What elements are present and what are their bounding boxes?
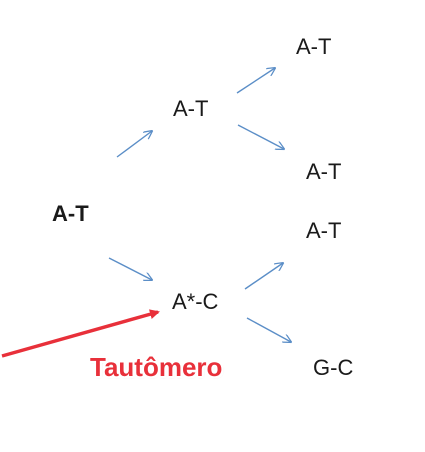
- branch-node-upper: A-T: [173, 96, 209, 121]
- leaf-node-4: G-C: [313, 355, 354, 380]
- root-node: A-T: [52, 201, 89, 226]
- arrow-lower-to-leaf3: [244, 263, 283, 290]
- arrow-upper-to-leaf2: [237, 124, 284, 149]
- leaf-node-3: A-T: [306, 218, 342, 243]
- annotation-pointer-arrow: [1, 309, 160, 358]
- leaf-node-1: A-T: [296, 34, 332, 59]
- arrow-root-to-lower: [108, 257, 152, 280]
- branch-node-lower-tautomer: A*-C: [172, 289, 219, 314]
- tautomer-annotation: Tautômero: [90, 352, 223, 382]
- arrow-lower-to-leaf4: [246, 317, 291, 342]
- arrow-upper-to-leaf1: [236, 68, 275, 94]
- leaf-node-2: A-T: [306, 159, 342, 184]
- arrow-root-to-upper: [116, 131, 152, 158]
